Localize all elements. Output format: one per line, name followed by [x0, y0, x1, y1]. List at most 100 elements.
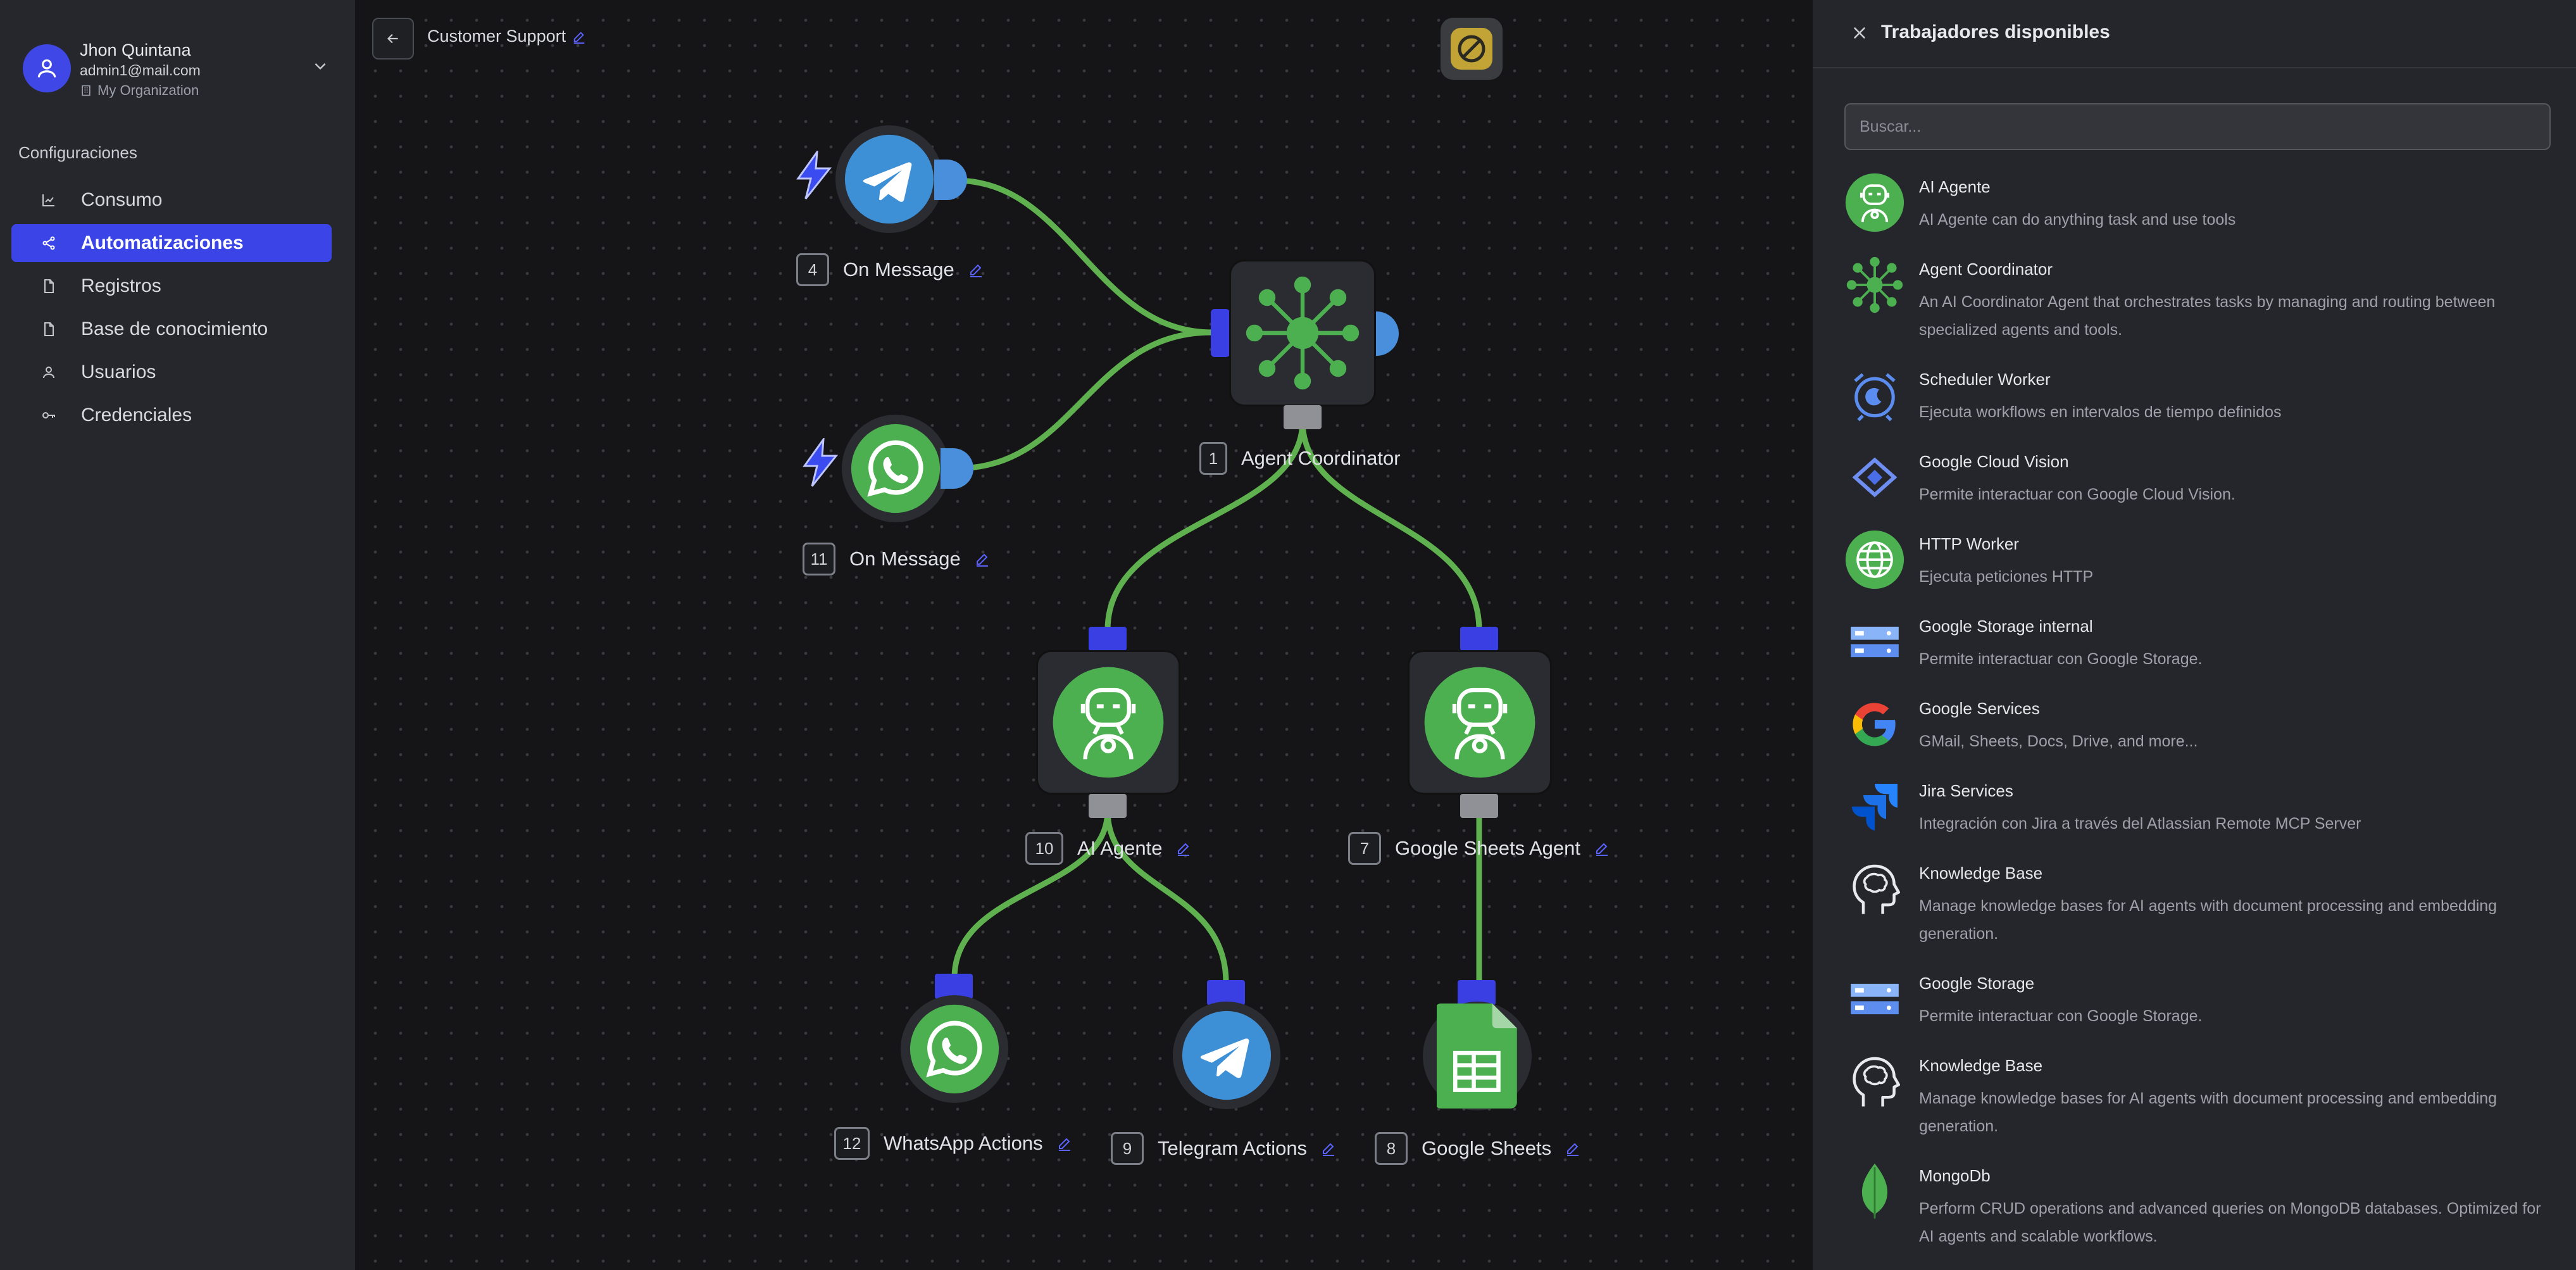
pencil-icon[interactable]	[968, 262, 984, 277]
pencil-icon[interactable]	[572, 30, 586, 44]
worker-item-google-cloud-vision[interactable]: Google Cloud Vision Permite interactuar …	[1844, 447, 2553, 529]
search-input[interactable]	[1844, 103, 2551, 150]
sidebar-item-base-de-conocimiento[interactable]: Base de conocimiento	[11, 310, 332, 348]
worker-description: Ejecuta workflows en intervalos de tiemp…	[1919, 403, 2282, 421]
bottom-port[interactable]	[1089, 794, 1127, 818]
worker-description: Permite interactuar con Google Cloud Vis…	[1919, 486, 2235, 503]
worker-item-scheduler-worker[interactable]: Scheduler Worker Ejecuta workflows en in…	[1844, 365, 2553, 447]
node-label-12[interactable]: 12 WhatsApp Actions	[834, 1127, 1072, 1160]
node-label-1[interactable]: 1 Agent Coordinator	[1199, 442, 1401, 475]
pencil-icon[interactable]	[1321, 1141, 1336, 1156]
pencil-icon[interactable]	[975, 551, 990, 567]
organization-name: My Organization	[97, 82, 199, 98]
telegram-icon	[844, 134, 934, 224]
worker-description: Perform CRUD operations and advanced que…	[1919, 1200, 2541, 1245]
chevron-down-icon[interactable]	[308, 53, 333, 79]
back-button[interactable]	[372, 18, 414, 60]
worker-name: Jira Services	[1919, 781, 2013, 800]
worker-item-knowledge-base-2[interactable]: Knowledge Base Manage knowledge bases fo…	[1844, 1051, 2553, 1161]
worker-item-google-storage[interactable]: Google Storage Permite interactuar con G…	[1844, 969, 2553, 1051]
node-label-8[interactable]: 8 Google Sheets	[1375, 1132, 1580, 1165]
coordinator-icon	[1246, 276, 1360, 390]
worker-item-ai-agente[interactable]: AI Agente AI Agente can do anything task…	[1844, 172, 2553, 255]
node-name: Google Sheets	[1422, 1137, 1552, 1159]
edge	[1104, 807, 1229, 986]
node-label-10[interactable]: 10 AI Agente	[1025, 832, 1191, 865]
bottom-port[interactable]	[1460, 794, 1498, 818]
cloud-vision-icon	[1844, 447, 1905, 508]
user-menu[interactable]: Jhon Quintana admin1@mail.com My Organiz…	[23, 39, 333, 98]
worker-name: AI Agente	[1919, 177, 1991, 196]
worker-description: Permite interactuar con Google Storage.	[1919, 650, 2203, 668]
robot-icon	[1424, 667, 1535, 778]
close-icon[interactable]	[1846, 19, 1873, 47]
worker-item-http-worker[interactable]: HTTP Worker Ejecuta peticiones HTTP	[1844, 529, 2553, 612]
input-port[interactable]	[935, 974, 973, 999]
input-port[interactable]	[1089, 627, 1127, 651]
coordinator-icon	[1844, 255, 1905, 315]
pencil-icon[interactable]	[1176, 841, 1191, 856]
output-port[interactable]	[941, 448, 973, 489]
output-port[interactable]	[934, 160, 967, 200]
sidebar-item-label: Consumo	[81, 189, 163, 210]
node-label-4[interactable]: 4 On Message	[796, 253, 984, 286]
pencil-icon[interactable]	[1057, 1136, 1072, 1151]
pencil-icon[interactable]	[1594, 841, 1610, 856]
sidebar-item-consumo[interactable]: Consumo	[11, 181, 332, 219]
pencil-icon[interactable]	[1565, 1141, 1580, 1156]
input-port[interactable]	[1211, 309, 1230, 357]
worker-name: Agent Coordinator	[1919, 260, 2053, 279]
worker-name: Google Cloud Vision	[1919, 452, 2069, 471]
node-name: Google Sheets Agent	[1395, 837, 1581, 859]
ban-icon	[1451, 28, 1492, 70]
worker-item-google-services[interactable]: Google Services GMail, Sheets, Docs, Dri…	[1844, 694, 2553, 776]
flow-canvas[interactable]	[355, 0, 1813, 1270]
worker-description: Ejecuta peticiones HTTP	[1919, 568, 2094, 586]
arrow-left-icon	[387, 34, 398, 44]
bottom-port[interactable]	[1284, 405, 1322, 429]
robot-icon	[1844, 172, 1905, 233]
worker-item-agent-coordinator[interactable]: Agent Coordinator An AI Coordinator Agen…	[1844, 255, 2553, 365]
flow-status-button[interactable]	[1441, 18, 1503, 80]
worker-item-knowledge-base[interactable]: Knowledge Base Manage knowledge bases fo…	[1844, 858, 2553, 969]
storage-icon	[1844, 612, 1905, 672]
sidebar-item-registros[interactable]: Registros	[11, 267, 332, 305]
worker-item-jira-services[interactable]: Jira Services Integración con Jira a tra…	[1844, 776, 2553, 858]
panel-title: Trabajadores disponibles	[1881, 22, 2110, 42]
edge	[951, 807, 1111, 981]
worker-name: Knowledge Base	[1919, 864, 2043, 883]
workers-panel: Trabajadores disponibles AI Agente AI Ag…	[1813, 0, 2576, 1270]
input-port[interactable]	[1207, 980, 1245, 1005]
whatsapp-icon	[851, 424, 941, 513]
alarm-clock-icon	[1844, 365, 1905, 425]
lightning-icon	[803, 438, 839, 487]
edge	[1104, 418, 1306, 633]
edge	[953, 177, 1215, 336]
brain-head-icon	[1844, 858, 1905, 919]
worker-name: Google Storage	[1919, 974, 2035, 993]
node-label-7[interactable]: 7 Google Sheets Agent	[1348, 832, 1610, 865]
sidebar-item-usuarios[interactable]: Usuarios	[11, 353, 332, 391]
file-icon	[41, 321, 57, 337]
input-port[interactable]	[1460, 627, 1498, 651]
node-label-11[interactable]: 11 On Message	[803, 543, 990, 575]
node-label-9[interactable]: 9 Telegram Actions	[1111, 1132, 1336, 1165]
telegram-icon	[1182, 1010, 1272, 1100]
worker-item-google-storage-internal[interactable]: Google Storage internal Permite interact…	[1844, 612, 2553, 694]
worker-description: Manage knowledge bases for AI agents wit…	[1919, 1090, 2498, 1135]
worker-description: An AI Coordinator Agent that orchestrate…	[1919, 293, 2496, 339]
sidebar-item-label: Automatizaciones	[81, 232, 244, 253]
sidebar-item-credenciales[interactable]: Credenciales	[11, 396, 332, 434]
chart-line-icon	[41, 192, 57, 208]
sidebar-item-label: Base de conocimiento	[81, 318, 268, 339]
sidebar-item-automatizaciones[interactable]: Automatizaciones	[11, 224, 332, 262]
sidebar-item-label: Registros	[81, 275, 161, 296]
key-icon	[41, 407, 57, 424]
robot-icon	[1053, 667, 1164, 778]
input-port[interactable]	[1458, 980, 1496, 1005]
google-icon	[1844, 694, 1905, 755]
flow-title[interactable]: Customer Support	[427, 27, 586, 46]
worker-item-mongodb[interactable]: MongoDb Perform CRUD operations and adva…	[1844, 1161, 2553, 1245]
edge	[953, 329, 1215, 472]
flow-edges	[951, 177, 1482, 986]
